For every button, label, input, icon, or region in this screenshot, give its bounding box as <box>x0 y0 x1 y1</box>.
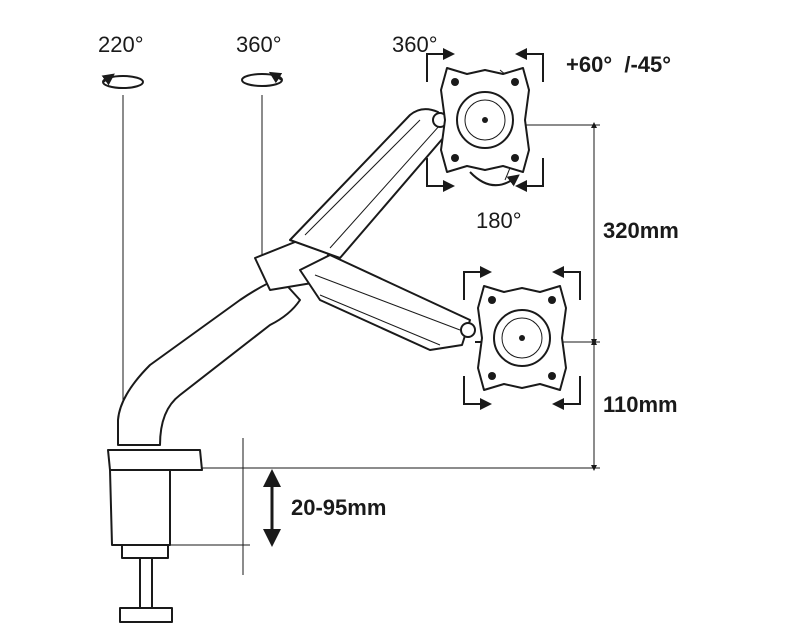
upper-height-label: 320mm <box>603 218 679 243</box>
base-rotation-icon <box>101 73 144 89</box>
clamp-base <box>107 449 203 471</box>
clamp-range-label: 20-95mm <box>291 495 386 520</box>
monitor-arm <box>107 108 495 623</box>
arm-rotation-label: 360° <box>236 32 282 57</box>
tilt-label: +60° /-45° <box>566 52 671 77</box>
upper-vesa-plate <box>427 54 543 186</box>
base-rotation-label: 220° <box>98 32 144 57</box>
lower-arm <box>299 254 471 351</box>
lower-column <box>117 277 301 446</box>
clamp-screw <box>139 557 153 611</box>
clamp-knob <box>119 607 173 623</box>
clamp-body <box>109 469 171 546</box>
head-rotation-label: 360° <box>392 32 438 57</box>
clamp-plate <box>121 544 169 559</box>
arm-rotation-icon <box>241 71 283 87</box>
rotate-label: 180° <box>476 208 522 233</box>
lower-vesa-plate <box>464 272 580 404</box>
lower-height-label: 110mm <box>603 392 678 417</box>
